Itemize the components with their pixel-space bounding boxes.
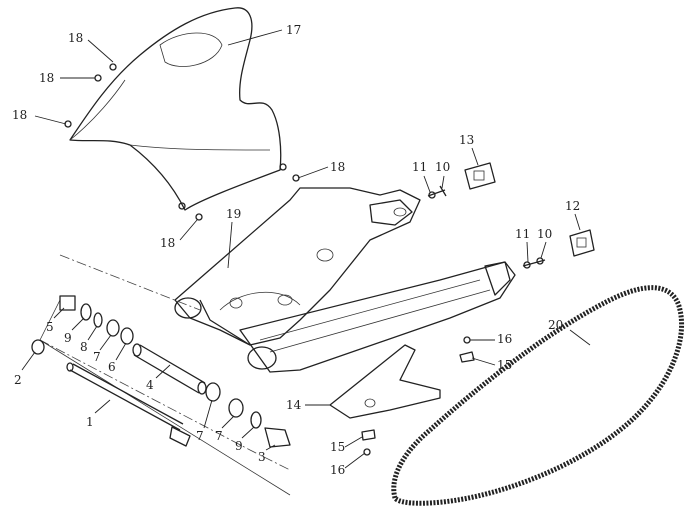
callout-3: 3 <box>258 450 266 464</box>
callout-19: 19 <box>226 207 241 221</box>
callout-18: 18 <box>12 108 27 122</box>
callout-8: 8 <box>80 340 88 354</box>
callout-18: 18 <box>330 160 345 174</box>
callout-13: 13 <box>459 133 474 147</box>
callout-1: 1 <box>86 415 94 429</box>
chain-adjuster-blocks <box>464 162 595 257</box>
fasteners-15-16 <box>361 336 475 456</box>
callout-18: 18 <box>68 31 83 45</box>
callout-10: 10 <box>435 160 450 174</box>
callout-7: 7 <box>215 429 223 443</box>
callout-labels: 17 18 18 18 18 18 19 13 11 10 12 11 10 2… <box>12 23 580 477</box>
adjuster-bolts <box>427 185 546 269</box>
callout-18: 18 <box>160 236 175 250</box>
chain-guide-part <box>329 344 441 419</box>
callout-12: 12 <box>565 199 580 213</box>
callout-14: 14 <box>286 398 302 412</box>
callout-11: 11 <box>515 227 530 241</box>
pivot-axle-assembly <box>31 254 291 496</box>
callout-15: 15 <box>497 358 512 372</box>
callout-16: 16 <box>497 332 512 346</box>
callout-17: 17 <box>286 23 301 37</box>
callout-9: 9 <box>235 439 243 453</box>
callout-11: 11 <box>412 160 427 174</box>
callout-7: 7 <box>196 429 204 443</box>
bolts-18 <box>64 63 300 221</box>
swingarm-part <box>174 187 516 373</box>
rear-fender-part <box>69 7 282 211</box>
callout-4: 4 <box>146 378 154 392</box>
callout-20: 20 <box>548 318 563 332</box>
callout-6: 6 <box>108 360 116 374</box>
callout-10: 10 <box>537 227 552 241</box>
callout-7: 7 <box>93 350 101 364</box>
leader-lines <box>21 29 591 469</box>
callout-15: 15 <box>330 440 345 454</box>
callout-9: 9 <box>64 331 72 345</box>
drive-chain-part <box>391 285 685 506</box>
callout-16: 16 <box>330 463 345 477</box>
callout-2: 2 <box>14 373 22 387</box>
callout-18: 18 <box>39 71 54 85</box>
callout-5: 5 <box>46 320 54 334</box>
